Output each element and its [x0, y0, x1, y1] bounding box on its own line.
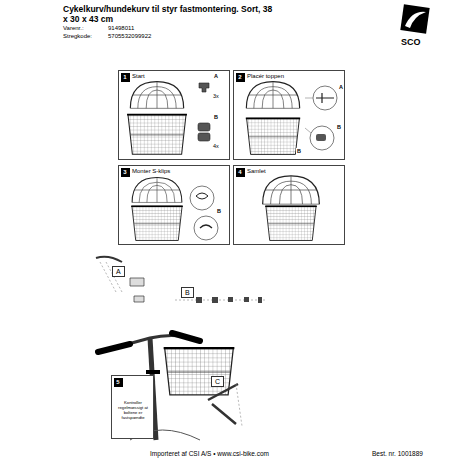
- field-label: Varenr.:: [63, 25, 84, 32]
- part-letter: B: [336, 124, 342, 130]
- part-letter: B: [213, 114, 219, 120]
- node-text: Start: [132, 73, 145, 80]
- step-number-text: 5: [116, 379, 119, 385]
- node-text: Placér toppen: [247, 73, 284, 80]
- step-number: 2: [236, 73, 245, 82]
- step-number-text: 3: [123, 169, 126, 175]
- field-value: 5705532099922: [108, 33, 151, 40]
- step-number-text: 4: [238, 169, 241, 175]
- callout-letter: B: [182, 288, 193, 297]
- quantity: 3x: [213, 93, 219, 99]
- part-letter: B: [216, 208, 222, 214]
- part-letter: A: [338, 84, 344, 90]
- node-text: Kontroller regelmæssigt at boltene er fa…: [114, 400, 152, 420]
- field-value: 91498011: [108, 25, 134, 32]
- step-panel: Monter S-klips 3: [118, 165, 230, 245]
- step-number: 1: [121, 73, 130, 82]
- node-text: Monter S-klips: [132, 168, 170, 175]
- callout-letter: C: [212, 377, 223, 386]
- title: Cykelkurv/hundekurv til styr fastmonteri…: [63, 4, 278, 24]
- part-letter: B: [296, 148, 302, 154]
- callout-letter: A: [113, 267, 124, 276]
- footer-text: Importeret af CSI A/S • www.csi-bike.com: [150, 450, 269, 457]
- field-label: Stregkode:: [63, 33, 92, 40]
- node-text: Samlet: [247, 168, 266, 175]
- step-number-text: 2: [238, 74, 241, 80]
- order-number: Best. nr. 1001889: [372, 450, 423, 457]
- step-panel: Samlet 4: [233, 165, 345, 245]
- quantity: 4x: [213, 143, 219, 149]
- part-letter: A: [213, 73, 219, 79]
- note-inset: Kontroller regelmæssigt at boltene er fa…: [111, 375, 154, 439]
- step-number: 4: [236, 168, 245, 177]
- brand-logo: SCO: [401, 37, 421, 47]
- callout-box: A: [112, 266, 125, 277]
- callout-box: B: [181, 287, 194, 298]
- step-panel: Placér toppen 2: [233, 70, 345, 160]
- step-number: 3: [121, 168, 130, 177]
- step-number: 5: [114, 378, 123, 387]
- callout-box: C: [211, 376, 224, 387]
- step-number-text: 1: [123, 74, 126, 80]
